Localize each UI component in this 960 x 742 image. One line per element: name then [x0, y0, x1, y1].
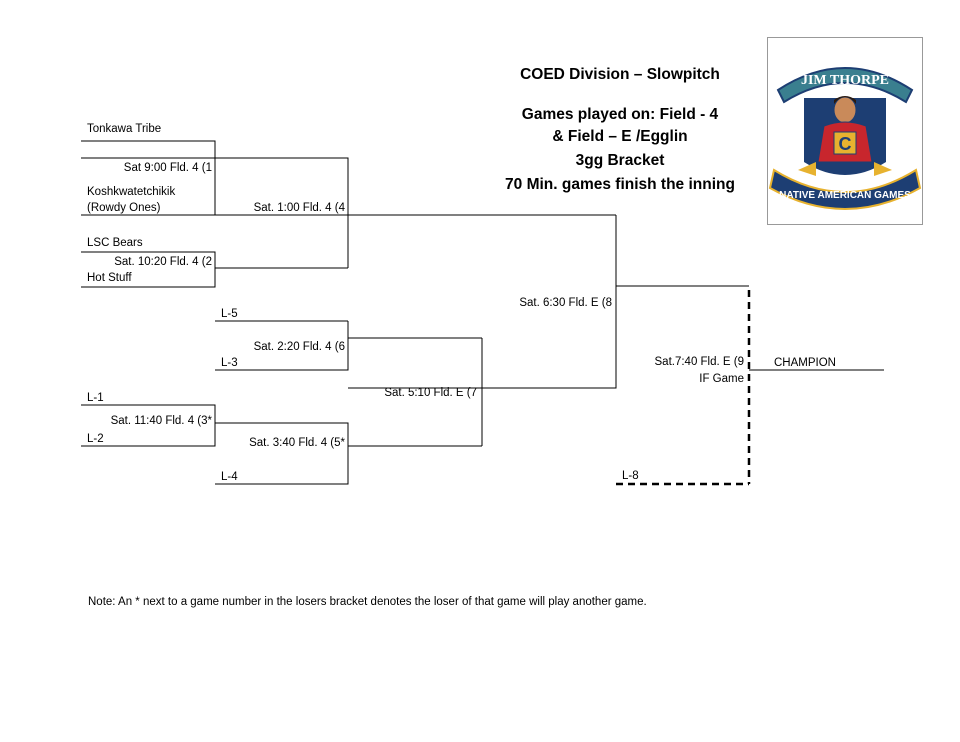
- game-2-bracket: [81, 251, 216, 288]
- if-game-dashed-lines: [616, 290, 751, 486]
- loser-l1: L-1: [87, 392, 104, 404]
- game-7-label: Sat. 5:10 Fld. E (7: [384, 387, 477, 399]
- bracket-type: 3gg Bracket: [575, 152, 665, 169]
- loser-l4: L-4: [221, 471, 238, 483]
- team-koshkwatetchikik-subtitle: (Rowdy Ones): [87, 202, 161, 214]
- loser-l3: L-3: [221, 357, 238, 369]
- game-8-label: Sat. 6:30 Fld. E (8: [519, 297, 612, 309]
- team-hot-stuff: Hot Stuff: [87, 272, 132, 284]
- games-played-line-1: Games played on: Field - 4: [521, 106, 719, 123]
- game-3-label: Sat. 11:40 Fld. 4 (3*: [110, 415, 212, 427]
- game-6-label: Sat. 2:20 Fld. 4 (6: [253, 341, 345, 353]
- game-1-label: Sat 9:00 Fld. 4 (1: [123, 162, 212, 174]
- game-3-bracket: [81, 404, 216, 447]
- game-2-label: Sat. 10:20 Fld. 4 (2: [114, 256, 212, 268]
- footer-note: Note: An * next to a game number in the …: [88, 596, 647, 608]
- winners-bracket-lines: [81, 140, 749, 389]
- loser-l2: L-2: [87, 433, 104, 445]
- logo-emblem-letter: C: [839, 134, 852, 154]
- game-5-label: Sat. 3:40 Fld. 4 (5*: [249, 437, 345, 449]
- game-1-bracket: [81, 140, 216, 216]
- champion-label: CHAMPION: [774, 357, 836, 369]
- team-tonkawa-tribe: Tonkawa Tribe: [87, 123, 162, 135]
- division-title: COED Division – Slowpitch: [520, 66, 720, 83]
- jim-thorpe-logo: JIM THORPE C NATIVE AMERICAN GAMES: [767, 37, 923, 225]
- logo-bottom-text: NATIVE AMERICAN GAMES: [779, 190, 911, 201]
- game-8-bracket: [348, 215, 617, 389]
- game-4-label: Sat. 1:00 Fld. 4 (4: [253, 202, 345, 214]
- game-9-if-note: IF Game: [699, 373, 744, 385]
- loser-l5: L-5: [221, 308, 238, 320]
- game-9-label: Sat.7:40 Fld. E (9: [654, 356, 745, 368]
- team-lsc-bears: LSC Bears: [87, 237, 143, 249]
- logo-top-text: JIM THORPE: [801, 73, 889, 88]
- game-4-bracket: [215, 157, 349, 268]
- game-rule: 70 Min. games finish the inning: [505, 176, 735, 193]
- losers-bracket-lines: [81, 320, 884, 485]
- jim-thorpe-emblem: JIM THORPE C NATIVE AMERICAN GAMES: [768, 67, 922, 210]
- loser-l8: L-8: [622, 470, 639, 482]
- team-koshkwatetchikik: Koshkwatetchikik: [87, 186, 176, 198]
- games-played-line-2: & Field – E /Egglin: [552, 128, 688, 145]
- game-6-bracket: [215, 321, 349, 371]
- game-5-bracket: [215, 422, 349, 485]
